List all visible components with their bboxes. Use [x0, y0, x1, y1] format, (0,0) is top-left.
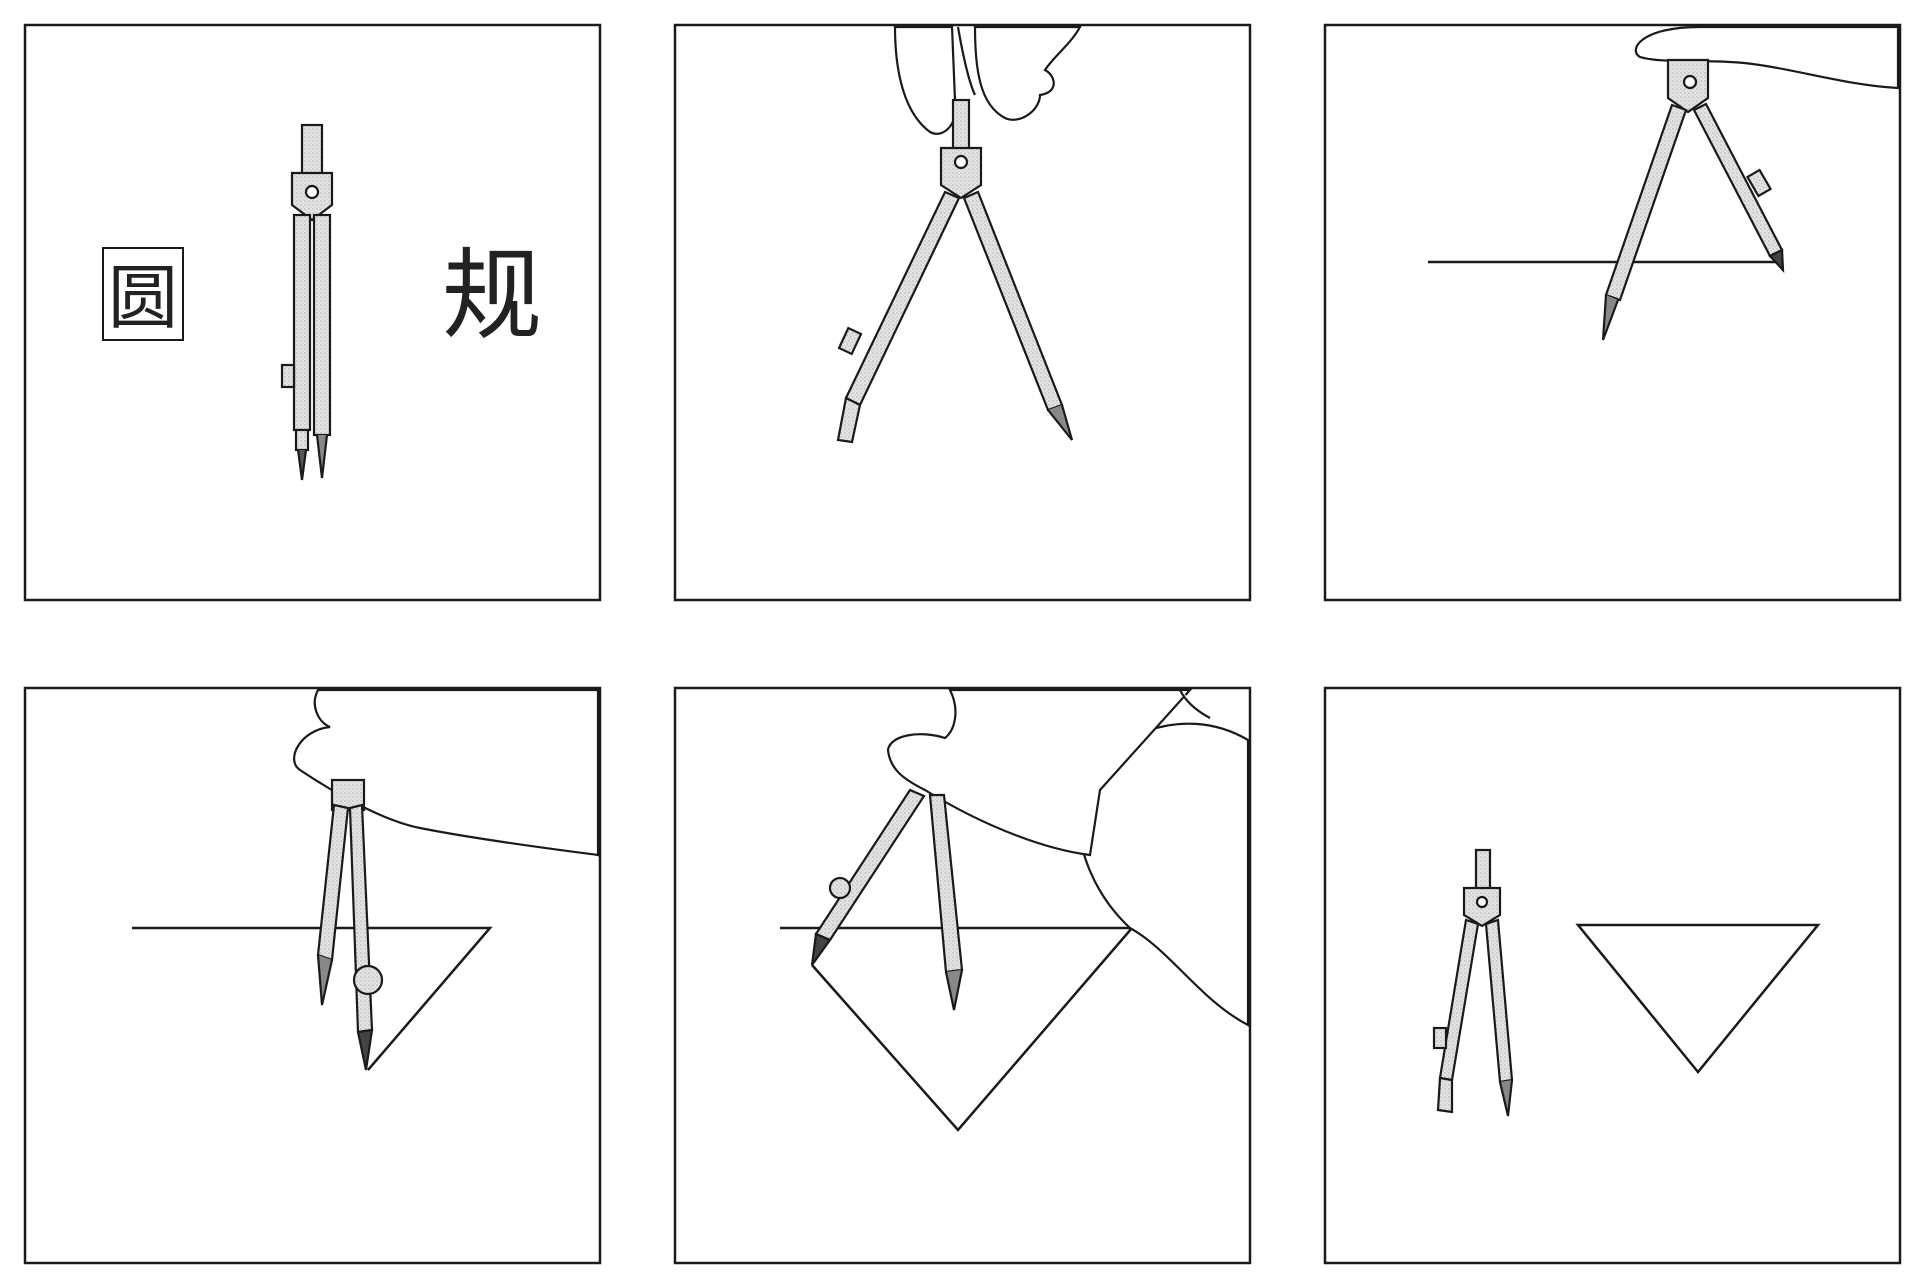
triangle-partial	[132, 926, 493, 1071]
compass-drawing-icon	[810, 788, 964, 1011]
panel-6-frame	[1323, 686, 1902, 1265]
compass-drawing-icon	[316, 778, 384, 1071]
compass-closed-icon	[1432, 848, 1514, 1117]
triangle-complete	[1575, 923, 1821, 1074]
hand-icon	[886, 688, 1250, 1027]
panel-5	[780, 688, 1250, 1132]
hand-icon	[293, 688, 600, 857]
char-yuan: 圆	[108, 257, 178, 339]
panel-2	[836, 25, 1082, 444]
char-gui: 规	[442, 237, 542, 354]
panel-1: 圆 规	[102, 123, 542, 481]
compass-closed-icon	[280, 123, 334, 481]
panel-6	[1432, 848, 1821, 1117]
compass-drawing-icon	[1601, 58, 1785, 341]
hand-icon	[1634, 25, 1900, 90]
hand-icon	[893, 25, 1082, 135]
compass-opened-icon	[836, 98, 1074, 444]
char-yuan-box	[102, 247, 184, 341]
panel-4	[132, 688, 600, 1071]
panel-3	[1428, 25, 1900, 341]
panel-1-frame	[23, 23, 602, 602]
